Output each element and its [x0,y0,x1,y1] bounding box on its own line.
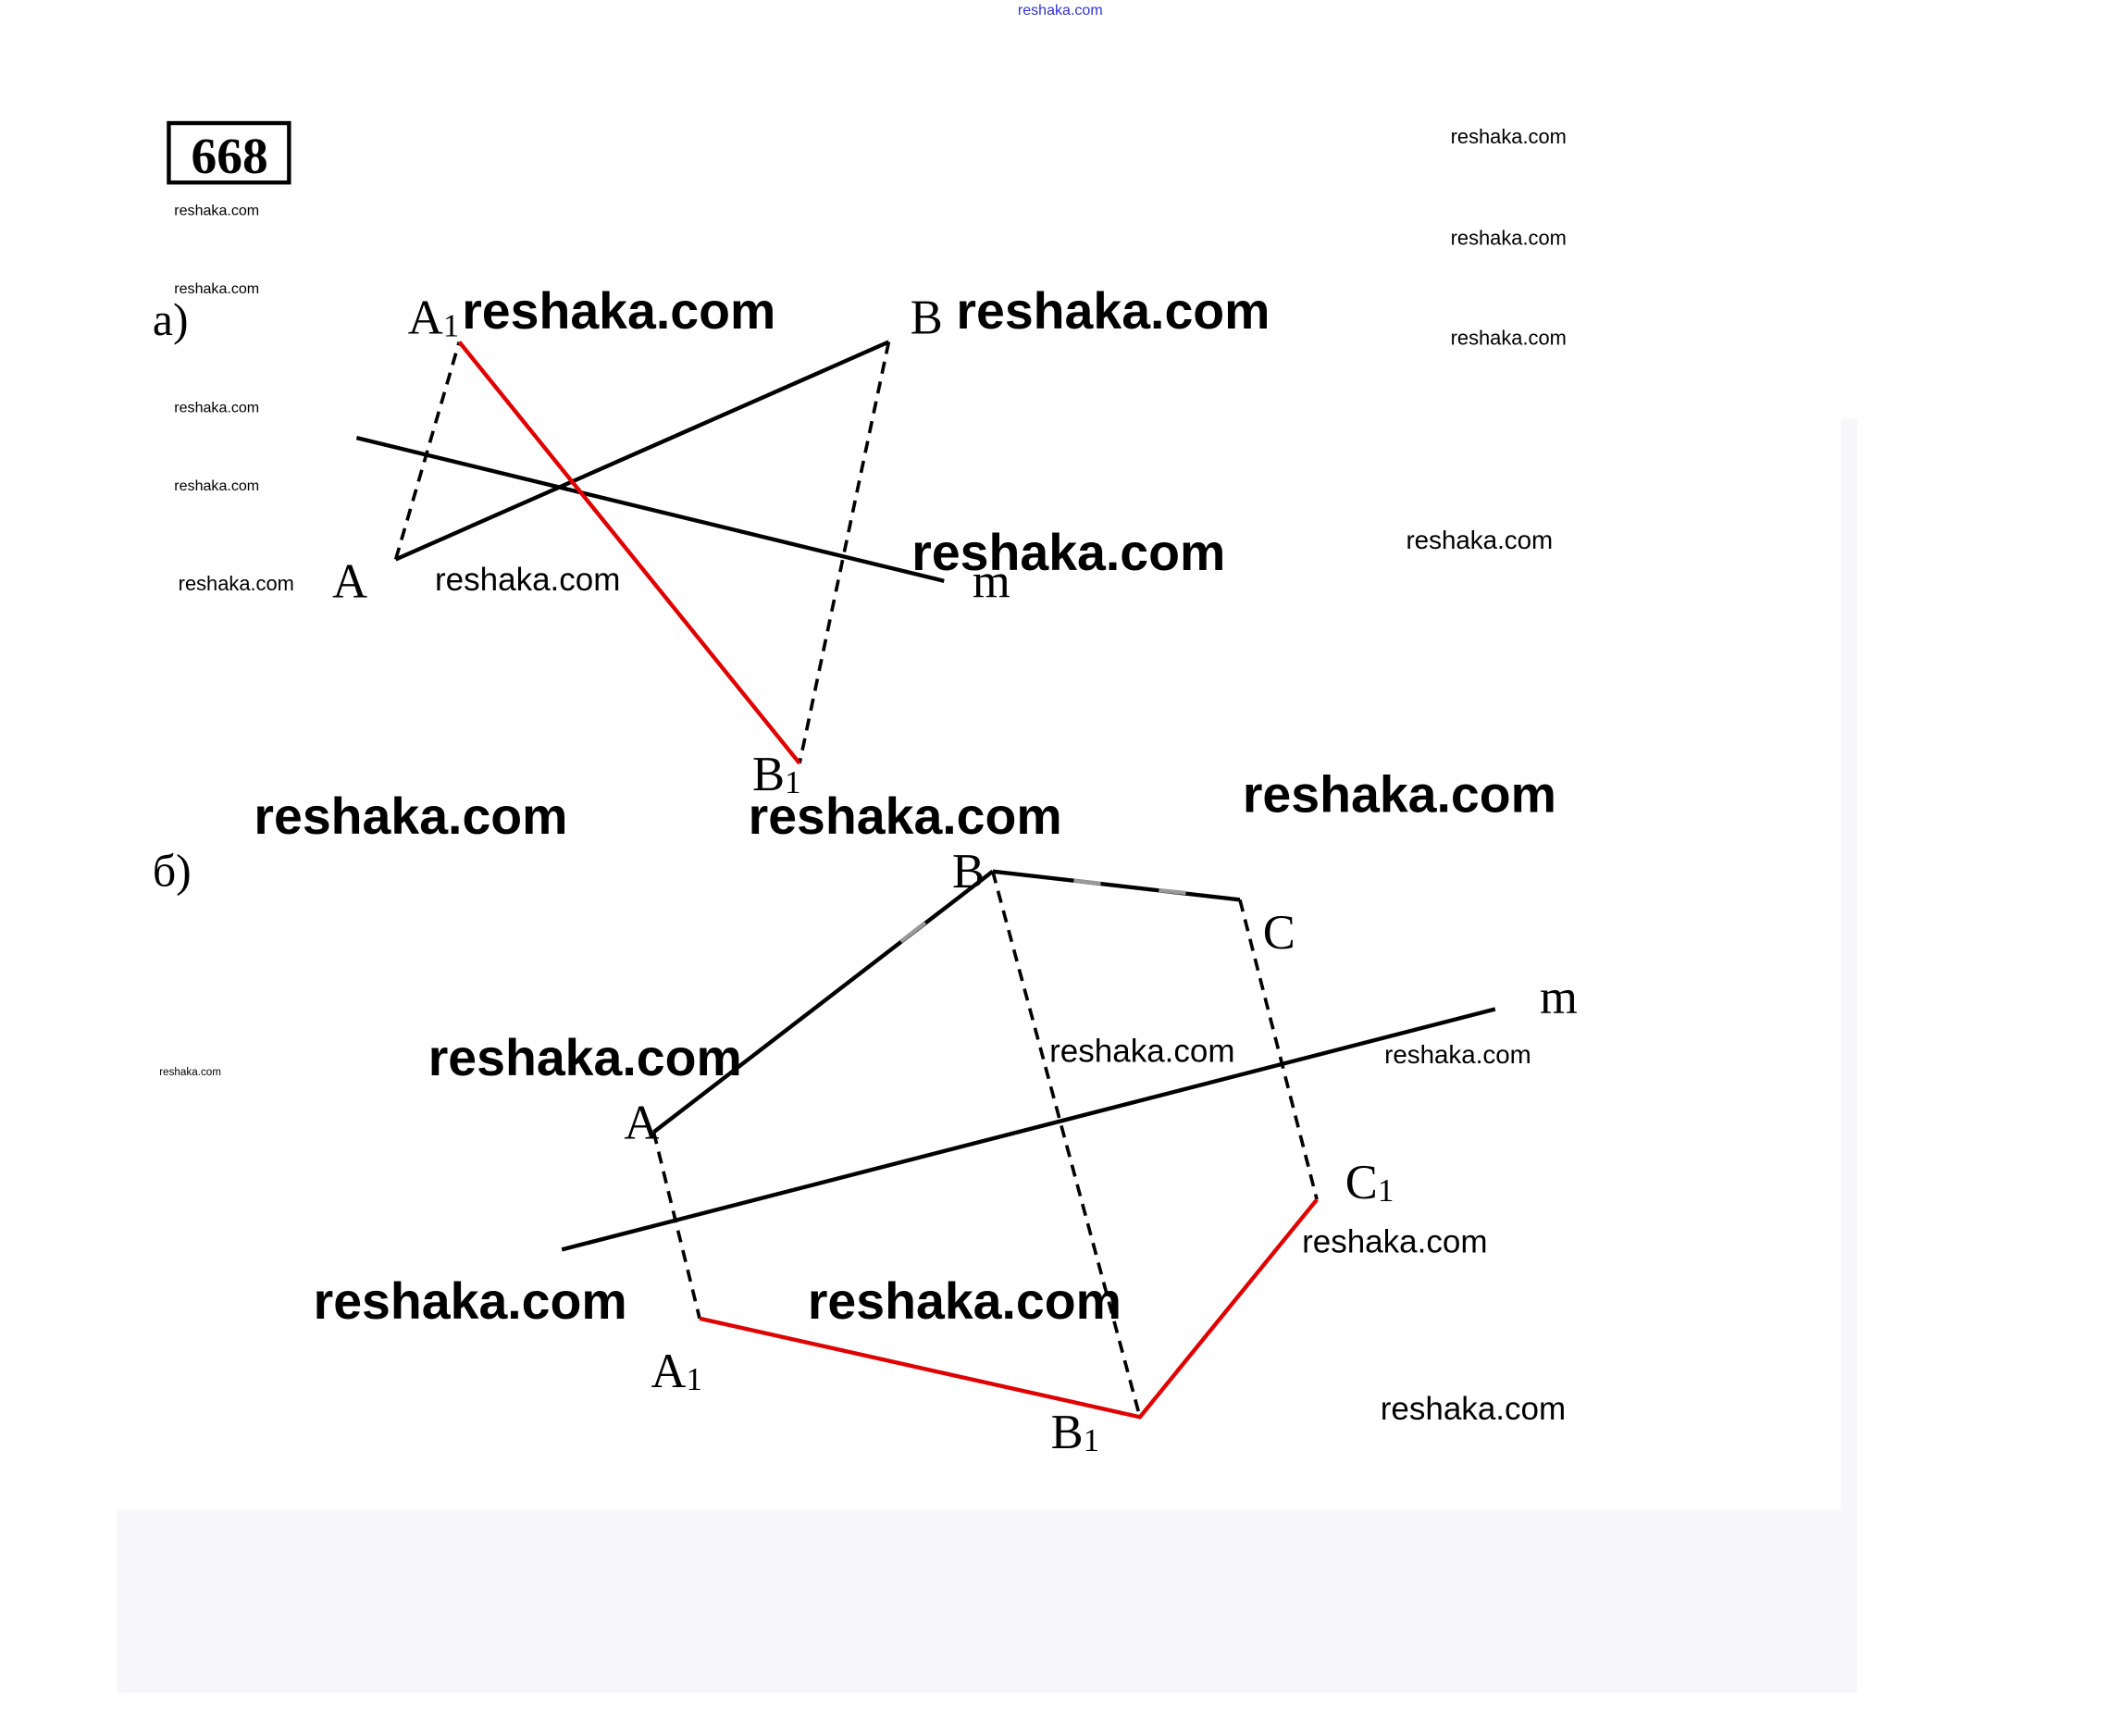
watermark: reshaka.com [179,572,294,595]
watermark: reshaka.com [1451,125,1567,148]
problem-number: 668 [192,128,268,184]
polyline-a1b1c1 [699,1197,1319,1420]
dashed-a-a1 [393,341,462,560]
line-m [355,435,945,583]
point-a1-label: A1 [651,1345,702,1398]
watermark: reshaka.com [254,787,567,845]
watermark: reshaka.com [1451,226,1567,249]
watermark: reshaka.com [1302,1223,1487,1259]
watermark: reshaka.com [749,787,1062,845]
point-c1-label: C1 [1345,1156,1394,1209]
segment-ab-gray [899,921,927,944]
line-m-label: m [973,554,1010,608]
watermark: reshaka.com [314,1272,627,1330]
part-b-figure: б) A B C m C1 A1 B1 [153,845,1578,1459]
point-c-label: C [1263,906,1295,960]
segment-ab [394,340,890,562]
part-b-label: б) [153,846,192,897]
panel-strip [1841,418,1857,1511]
watermark: reshaka.com [956,282,1270,340]
watermark: reshaka.com [1451,326,1567,349]
part-a-figure: а) A1 B A B1 m [153,291,1010,801]
watermark: reshaka.com [174,280,259,297]
point-b-label: B [911,291,943,345]
watermark: reshaka.com [1406,526,1553,554]
part-a-label: а) [153,294,189,345]
dashed-a-a1 [651,1131,701,1320]
point-a-label: A [332,554,367,608]
point-a1-label: A1 [408,291,459,345]
watermark: reshaka.com [462,282,775,340]
problem-number-box [167,120,291,185]
dashed-b-b1 [798,341,891,764]
segment-bc [992,869,1241,902]
watermark: reshaka.com [435,562,620,598]
watermark: reshaka.com [1384,1040,1531,1069]
watermark: reshaka.com [174,202,259,218]
dashed-c-c1 [1238,899,1319,1200]
watermark: reshaka.com [428,1029,742,1086]
watermark: reshaka.com [159,1066,221,1078]
watermark: reshaka.com [1381,1391,1566,1427]
point-a-label: A [624,1097,659,1150]
panel-bottom [117,1510,1857,1693]
watermark: reshaka.com [174,477,259,494]
line-m-label: m [1540,971,1578,1024]
line-m [561,1007,1496,1252]
watermark: reshaka.com [808,1272,1122,1330]
segment-ab [652,869,995,1135]
watermark: reshaka.com [174,399,259,415]
segment-a1b1 [457,341,801,765]
point-b1-label: B1 [752,748,801,801]
point-b-label: B [952,845,985,899]
watermark: reshaka.com [1049,1033,1234,1069]
point-b1-label: B1 [1051,1406,1100,1459]
watermark: reshaka.com [911,524,1225,581]
watermark: reshaka.com [1243,765,1556,823]
dashed-b-b1 [991,871,1142,1418]
watermarks: reshaka.com reshaka.com reshaka.com resh… [159,125,1567,1427]
header-link[interactable]: reshaka.com [1018,2,1103,19]
